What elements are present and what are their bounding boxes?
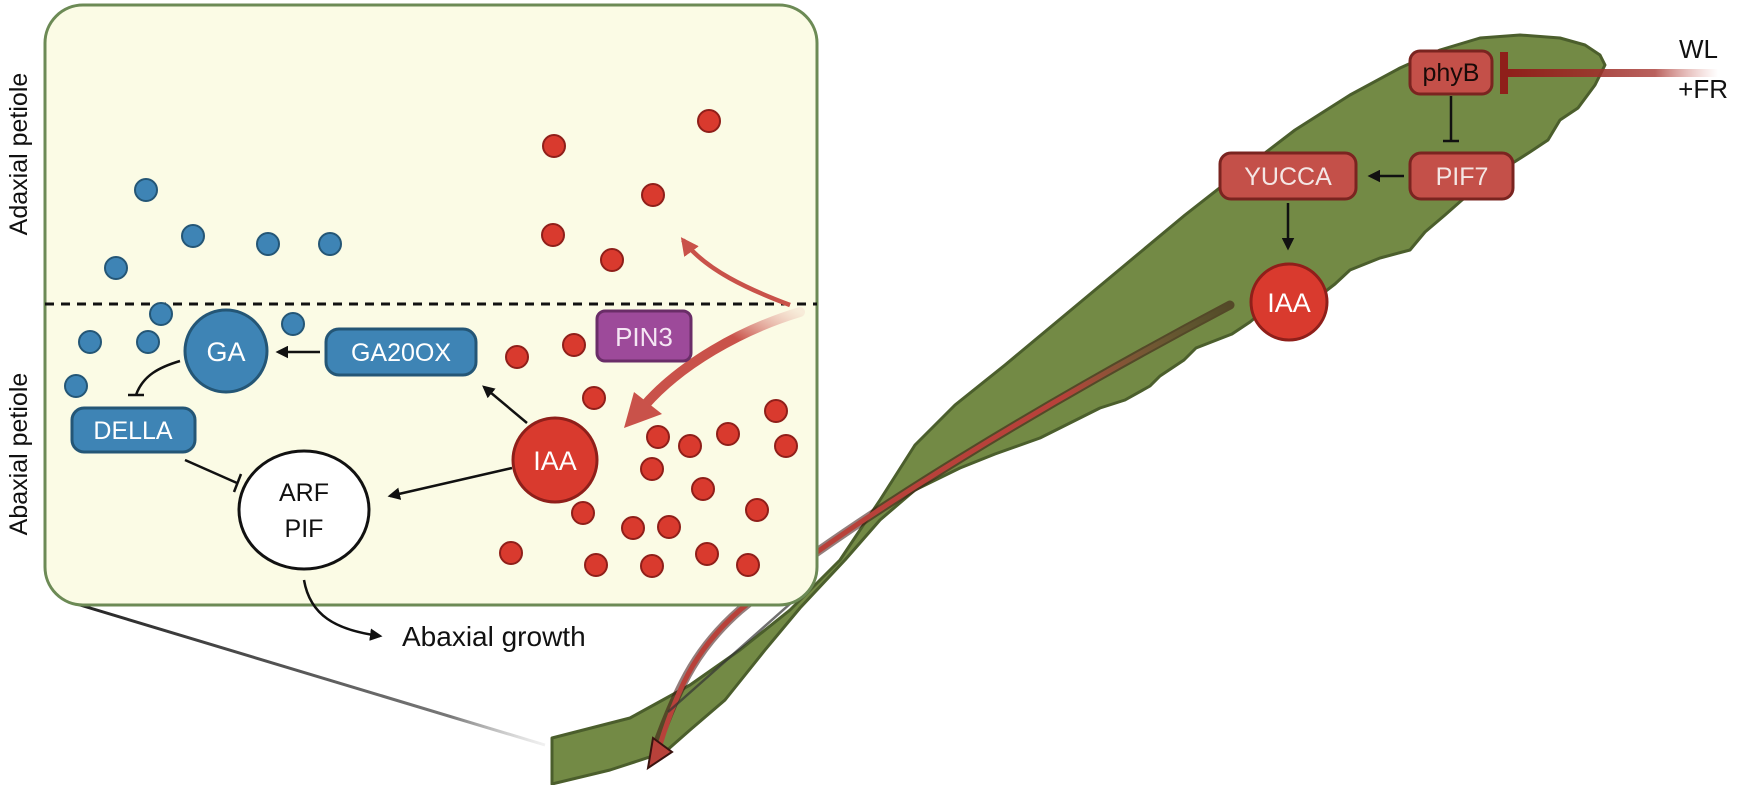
phyb-node: phyB — [1408, 49, 1494, 96]
arf-label: ARF — [279, 479, 329, 507]
leaf-iaa-node: IAA — [1249, 262, 1329, 342]
ga-node: GA — [183, 308, 269, 394]
zoom-line-upper — [667, 594, 801, 713]
della-inhibits-tbar — [232, 473, 243, 493]
ga20ox-node: GA20OX — [324, 327, 478, 377]
vein-arrowhead — [646, 736, 674, 771]
pin3-node: PIN3 — [595, 309, 693, 363]
della-node: DELLA — [70, 406, 197, 454]
pin3-upward-arrow — [680, 237, 791, 308]
yucca-label: YUCCA — [1244, 163, 1332, 191]
yucca-node: YUCCA — [1218, 151, 1358, 201]
arf-pif-node: ARF PIF — [237, 449, 371, 571]
pif7-node: PIF7 — [1408, 151, 1515, 201]
pif-label: PIF — [285, 515, 324, 543]
abaxial-growth-label: Abaxial growth — [402, 621, 586, 652]
adaxial-petiole-label: Adaxial petiole — [5, 73, 33, 236]
ga-particles — [64, 178, 342, 398]
pin3-downward-arrowhead — [624, 392, 662, 428]
inset-iaa-label: IAA — [533, 446, 577, 476]
leaf-iaa-label: IAA — [1267, 288, 1311, 318]
pin3-downward-arrow — [640, 307, 805, 410]
iaa-to-arf-pif — [387, 466, 513, 500]
light-signal-bar — [1508, 69, 1718, 77]
light-label-wl: WL — [1679, 34, 1718, 64]
iaa-particles — [499, 109, 798, 578]
phyb-label: phyB — [1423, 59, 1480, 87]
inset-iaa-node: IAA — [511, 416, 599, 504]
iaa-to-ga20ox — [482, 385, 528, 424]
ga-inhibits-della — [134, 359, 181, 396]
della-label: DELLA — [93, 417, 173, 445]
pif7-label: PIF7 — [1436, 163, 1489, 191]
light-label-fr: +FR — [1678, 74, 1728, 104]
zoom-line-lower — [69, 600, 546, 747]
leaf-shape — [550, 33, 1607, 785]
ga-label: GA — [206, 337, 245, 367]
pin3-label: PIN3 — [615, 322, 673, 352]
della-inhibits-arf-pif — [184, 458, 238, 485]
arf-pif-to-growth — [302, 579, 383, 641]
ga20ox-label: GA20OX — [351, 339, 451, 367]
light-signal-tbar — [1500, 52, 1508, 94]
abaxial-petiole-label: Abaxial petiole — [5, 373, 33, 536]
